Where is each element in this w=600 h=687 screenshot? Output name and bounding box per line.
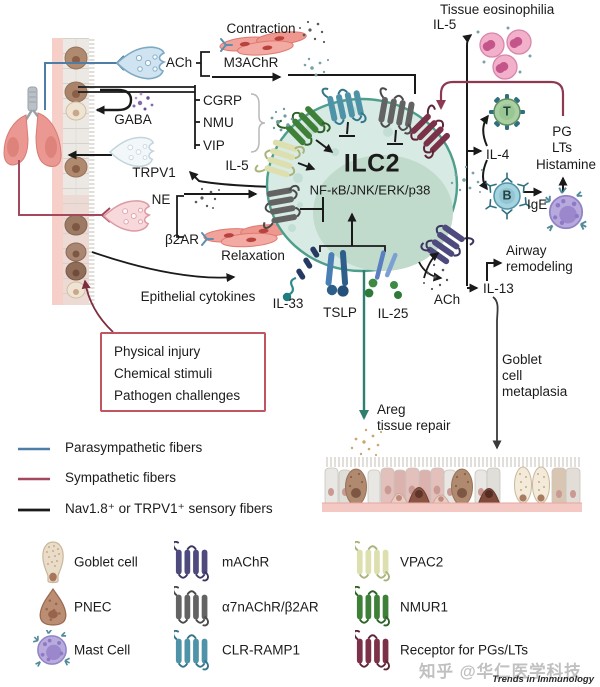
il13-to-goblet-line xyxy=(492,296,502,450)
label-lts: LTs xyxy=(551,140,573,156)
ne-bracket xyxy=(176,195,184,238)
mast-cell-diagram-icon xyxy=(543,186,588,232)
goblet-cells-bottom xyxy=(514,466,550,504)
label-ach-bottom: ACh xyxy=(433,292,461,308)
label-contraction: Contraction xyxy=(226,21,296,37)
label-ne: NE xyxy=(151,192,171,208)
watermark: 知乎 @华仁医学科技 xyxy=(419,663,582,681)
label-il5-top: IL-5 xyxy=(433,17,457,32)
label-ige: IgE xyxy=(527,197,548,212)
label-cgrp: CGRP xyxy=(203,93,243,108)
label-il4: IL-4 xyxy=(486,147,510,162)
pgs-lts-legend-icon xyxy=(355,630,390,671)
label-trpv1: TRPV1 xyxy=(132,165,176,181)
legend-label-machr: mAChR xyxy=(222,554,270,570)
epithelial-cytokines-arrow xyxy=(91,251,236,283)
lungs-icon xyxy=(3,86,62,167)
label-relaxation: Relaxation xyxy=(221,248,285,264)
intracellular-signals xyxy=(297,121,403,252)
sympathetic-line-swatch xyxy=(18,477,50,481)
legend-label-receptor-pgs-lts: Receptor for PGs/LTs xyxy=(400,642,529,658)
eosinophils-icon xyxy=(476,26,532,80)
legend-label-clr-ramp1: CLR-RAMP1 xyxy=(222,642,301,658)
label-pg: PG xyxy=(552,124,572,140)
journal-name: Trends in Immunology xyxy=(492,674,594,685)
label-il5-mid: IL-5 xyxy=(225,158,249,174)
goblet-cell-legend-icon xyxy=(42,541,64,584)
tslp-receptor-icon xyxy=(325,250,349,297)
il25-receptor-icon xyxy=(364,250,402,299)
machr-legend-icon xyxy=(174,541,209,582)
legend-label-nmur1: NMUR1 xyxy=(400,599,449,615)
gaba-feedback-arrow xyxy=(95,88,133,115)
il5-output-line xyxy=(462,34,473,286)
trpv1-sensory-terminal-icon xyxy=(109,136,154,168)
eosinophil xyxy=(492,54,518,80)
ach-bracket xyxy=(196,51,210,77)
fiber-legend-label: Parasympathetic fibers xyxy=(65,440,203,455)
parasympathetic-line-swatch xyxy=(18,447,50,451)
il33-receptor-icon xyxy=(282,246,320,302)
label-t-cell: T xyxy=(503,104,511,119)
airway-epithelium-left xyxy=(52,38,96,305)
label-b2ar: β2AR xyxy=(164,232,200,248)
label-histamine: Histamine xyxy=(535,157,597,173)
stimuli-box-text: Physical injury Chemical stimuli Pathoge… xyxy=(114,344,241,403)
stimuli-box xyxy=(100,332,266,412)
label-airway-remodeling: Airway remodeling xyxy=(506,243,573,274)
label-gaba: GABA xyxy=(114,112,152,128)
mast-cell-legend-icon xyxy=(32,630,71,668)
injury-to-epithelium-arrow xyxy=(81,279,114,333)
label-signaling-pathway: NF-κB/JNK/ERK/p38 xyxy=(309,182,431,198)
mediator-dots xyxy=(132,20,484,457)
fiber-legend-label: Nav1.8⁺ or TRPV1⁺ sensory fibers xyxy=(65,501,273,516)
clr-ramp1-legend-icon xyxy=(174,630,209,671)
sensory-line-swatch xyxy=(18,508,50,512)
nmur1-legend-icon xyxy=(355,586,390,627)
eosinophil xyxy=(506,29,532,55)
a7nachr-legend-icon xyxy=(174,586,209,627)
il4-to-bcell-arrow xyxy=(478,159,488,191)
label-il25: IL-25 xyxy=(377,306,409,322)
label-nmu: NMU xyxy=(203,115,234,130)
eosinophil xyxy=(479,32,505,58)
legend-label-vpac2: VPAC2 xyxy=(400,554,444,570)
pgs-lts-feedback-loop xyxy=(436,80,565,116)
ilc2-cell xyxy=(265,97,459,273)
b-cell-icon xyxy=(482,172,534,220)
label-il33: IL-33 xyxy=(272,296,304,312)
label-m3achr: M3AChR xyxy=(223,55,279,71)
pnec-cells-bottom xyxy=(345,468,501,506)
pnec-legend-icon xyxy=(39,588,67,626)
label-b-cell: B xyxy=(502,188,512,203)
legend-label-pnec: PNEC xyxy=(74,599,112,615)
label-ach-top: ACh xyxy=(165,55,193,71)
label-tissue-eosinophilia: Tissue eosinophilia xyxy=(440,2,555,17)
legend-label-goblet-cell: Goblet cell xyxy=(74,554,138,570)
label-ilc2: ILC2 xyxy=(343,149,401,178)
legend-label-mast-cell: Mast Cell xyxy=(74,642,131,658)
label-areg-tissue-repair: Areg tissue repair xyxy=(377,402,451,433)
vpac2-legend-icon xyxy=(355,541,390,582)
parasympathetic-terminal-icon xyxy=(116,46,165,80)
label-epithelial-cytokines: Epithelial cytokines xyxy=(140,289,256,305)
il13-to-airway-arrow xyxy=(486,258,503,281)
label-il13: IL-13 xyxy=(483,281,514,296)
fiber-legend-label: Sympathetic fibers xyxy=(65,470,177,485)
il4-to-tcell-arrow xyxy=(479,114,489,147)
legend-label-a7nachr-b2ar: α7nAChR/β2AR xyxy=(222,599,319,615)
label-tslp: TSLP xyxy=(323,305,357,321)
vip-curly-bracket xyxy=(250,93,266,153)
sensory-fiber-lines xyxy=(78,85,200,149)
sympathetic-terminal-icon xyxy=(103,200,150,232)
t-cell-icon xyxy=(489,94,525,130)
label-vip: VIP xyxy=(203,138,225,153)
label-goblet-metaplasia: Goblet cell metaplasia xyxy=(502,352,568,399)
m3achr-line-to-receptor xyxy=(288,74,416,94)
airway-epithelium-bottom xyxy=(322,456,582,512)
